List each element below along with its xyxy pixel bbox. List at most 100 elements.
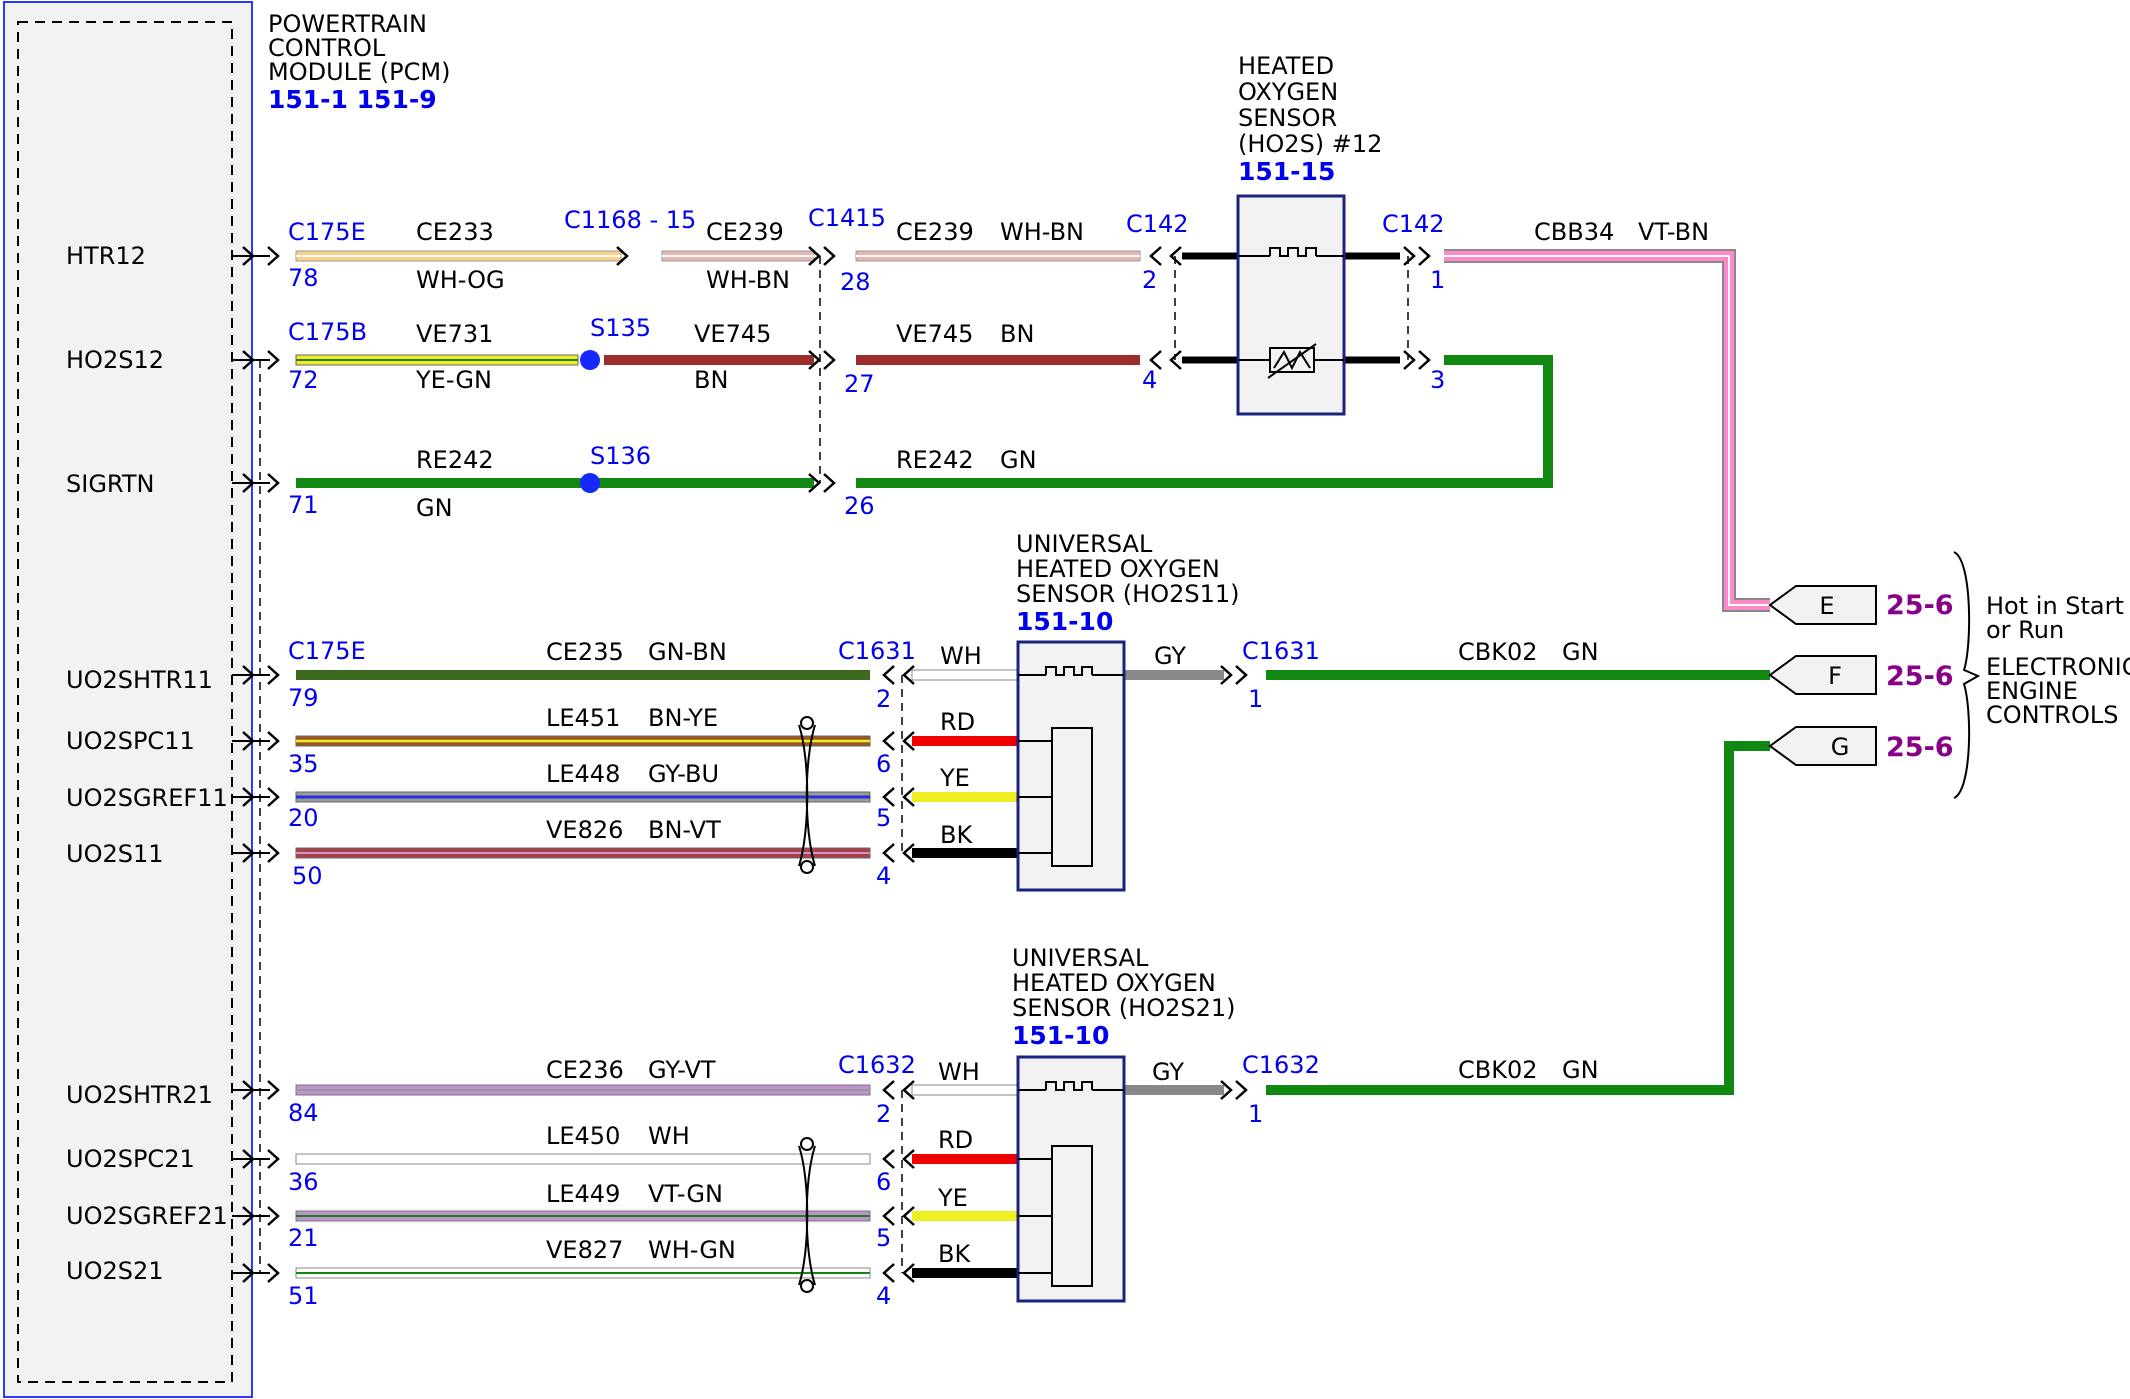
wire-uo2s21: [295, 1267, 1018, 1279]
wire-uo2spc21: [295, 1153, 1018, 1165]
color-gn-b: GN: [1000, 446, 1037, 474]
pcm-title-1: POWERTRAIN: [268, 10, 427, 38]
color-bk-11: BK: [940, 821, 973, 849]
pcm-pin-uo2sgref11: UO2SGREF11: [66, 784, 228, 812]
connector-dashes: [259, 256, 1409, 1273]
pcm-title-2: CONTROL: [268, 34, 386, 62]
ho2s12-title-1: HEATED: [1238, 52, 1334, 80]
ho2s11-ref[interactable]: 151-10: [1016, 607, 1113, 636]
pcm-pin-uo2s21: UO2S21: [66, 1257, 164, 1285]
offpage-e-ref[interactable]: 25-6: [1886, 590, 1954, 621]
pin-ho2s21-2: 2: [876, 1100, 891, 1128]
color-wh-og: WH-OG: [416, 266, 505, 294]
pin-71: 71: [288, 491, 319, 519]
circuit-ce239-b: CE239: [896, 218, 974, 246]
circuit-cbk02-a: CBK02: [1458, 638, 1538, 666]
pcm-title-3: MODULE (PCM): [268, 58, 450, 86]
pin-21: 21: [288, 1224, 319, 1252]
conn-c1632-right: C1632: [1242, 1051, 1320, 1079]
conn-c142-left: C142: [1126, 210, 1189, 238]
pcm-pin-sigrtn: SIGRTN: [66, 470, 154, 498]
color-bk-21: BK: [938, 1240, 971, 1268]
circuit-ce233: CE233: [416, 218, 494, 246]
group-brace: [1953, 551, 1981, 799]
circuit-cbk02-b: CBK02: [1458, 1056, 1538, 1084]
pin-50: 50: [292, 862, 323, 890]
circuit-re242-b: RE242: [896, 446, 974, 474]
conn-c1415: C1415: [808, 204, 886, 232]
conn-c1631-right: C1631: [1242, 637, 1320, 665]
pcm-pin-uo2shtr21: UO2SHTR21: [66, 1081, 213, 1109]
pin-ho2s11-5: 5: [876, 804, 891, 832]
pin-ho2s11-1: 1: [1248, 685, 1263, 713]
pcm-pin-uo2shtr11: UO2SHTR11: [66, 666, 213, 694]
circuit-le449: LE449: [546, 1180, 620, 1208]
conn-c1631-left: C1631: [838, 637, 916, 665]
ho2s12-sensor: [1236, 194, 1346, 416]
offpage-flag-f[interactable]: F: [1768, 655, 1877, 695]
circuit-re242-a: RE242: [416, 446, 494, 474]
pin-84: 84: [288, 1099, 319, 1127]
twisted-pair-21: [798, 1137, 816, 1293]
color-bn-ye: BN-YE: [648, 704, 718, 732]
ho2s12-title-3: SENSOR: [1238, 104, 1337, 132]
circuit-ve745-a: VE745: [694, 320, 771, 348]
wire-uo2s11: [295, 847, 1018, 859]
offpage-flag-g[interactable]: G: [1768, 726, 1877, 766]
offpage-note-4: ENGINE: [1986, 677, 2078, 705]
ho2s21-title-1: UNIVERSAL: [1012, 944, 1149, 972]
color-gy-11: GY: [1154, 642, 1186, 670]
splice-s135-label: S135: [590, 314, 651, 342]
color-gy-21: GY: [1152, 1058, 1184, 1086]
offpage-note-5: CONTROLS: [1986, 701, 2118, 729]
color-bn-b: BN: [1000, 320, 1034, 348]
pin-79: 79: [288, 684, 319, 712]
splice-s136-label: S136: [590, 442, 651, 470]
wire-htr12: [295, 249, 1770, 612]
pin-26: 26: [844, 492, 875, 520]
circuit-le451: LE451: [546, 704, 620, 732]
circuit-ce239-a: CE239: [706, 218, 784, 246]
wire-uo2sgref21: [295, 1210, 1018, 1222]
offpage-g-ref[interactable]: 25-6: [1886, 732, 1954, 763]
pcm-module: [3, 1, 253, 1398]
splice-s135: [580, 350, 600, 370]
splice-s136: [580, 473, 600, 493]
twisted-pair-11: [798, 716, 816, 874]
color-wh-11: WH: [940, 642, 982, 670]
ho2s11-title-2: HEATED OXYGEN: [1016, 555, 1220, 583]
color-wh-21: WH: [938, 1058, 980, 1086]
pin-35: 35: [288, 750, 319, 778]
offpage-f-label: F: [1828, 662, 1842, 690]
pin-78: 78: [288, 264, 319, 292]
circuit-ce236: CE236: [546, 1056, 624, 1084]
pin-ho2s12-1: 1: [1430, 266, 1445, 294]
ho2s21-ref[interactable]: 151-10: [1012, 1021, 1109, 1050]
pin-ho2s11-2: 2: [876, 685, 891, 713]
conn-c142-right: C142: [1382, 210, 1445, 238]
offpage-note-3: ELECTRONIC: [1986, 653, 2130, 681]
ho2s12-ref[interactable]: 151-15: [1238, 157, 1335, 186]
conn-c1632-left: C1632: [838, 1051, 916, 1079]
color-bn-a: BN: [694, 366, 728, 394]
wire-uo2shtr11: [296, 669, 1770, 681]
pin-51: 51: [288, 1282, 319, 1310]
ho2s11-sensor: [1016, 640, 1126, 892]
color-bn-vt: BN-VT: [648, 816, 721, 844]
offpage-note-2: or Run: [1986, 616, 2064, 644]
color-wh-bn-a: WH-BN: [706, 266, 790, 294]
pin-ho2s21-1: 1: [1248, 1100, 1263, 1128]
circuit-le448: LE448: [546, 760, 620, 788]
pcm-ref[interactable]: 151-1 151-9: [268, 85, 437, 114]
pcm-pin-uo2s11: UO2S11: [66, 840, 164, 868]
offpage-flag-e[interactable]: E: [1768, 585, 1877, 625]
conn-c175b: C175B: [288, 318, 367, 346]
circuit-ve745-b: VE745: [896, 320, 973, 348]
circuit-ve826: VE826: [546, 816, 623, 844]
conn-c1168: C1168 - 15: [564, 206, 696, 234]
conn-c175e-top: C175E: [288, 218, 366, 246]
ho2s11-title-3: SENSOR (HO2S11): [1016, 580, 1240, 608]
pin-ho2s11-4: 4: [876, 862, 891, 890]
offpage-f-ref[interactable]: 25-6: [1886, 661, 1954, 692]
